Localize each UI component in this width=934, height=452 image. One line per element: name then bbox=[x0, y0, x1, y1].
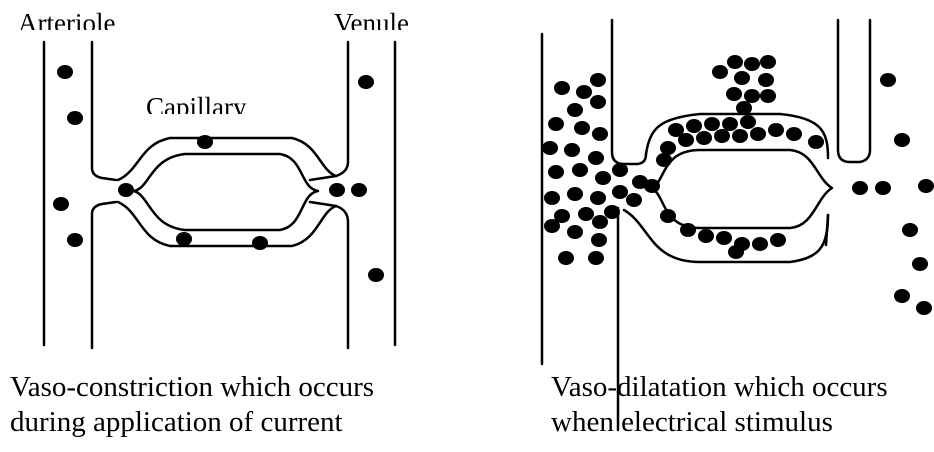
blood-cell bbox=[744, 89, 760, 103]
blood-cell bbox=[712, 65, 728, 79]
venule-label: Venule bbox=[334, 10, 430, 30]
blood-cell bbox=[118, 183, 134, 197]
blood-cell bbox=[758, 73, 774, 87]
blood-cell bbox=[722, 117, 738, 131]
blood-cell bbox=[53, 197, 69, 211]
blood-cell bbox=[544, 219, 560, 233]
right-capillary-inner-loop bbox=[650, 150, 832, 228]
blood-cell bbox=[554, 81, 570, 95]
blood-cell bbox=[752, 237, 768, 251]
blood-cell bbox=[567, 103, 583, 117]
blood-cell bbox=[252, 236, 268, 250]
blood-cell bbox=[786, 127, 802, 141]
blood-cell bbox=[176, 232, 192, 246]
blood-cell bbox=[588, 251, 604, 265]
left-capillary-inner-loop bbox=[134, 154, 318, 230]
blood-cell bbox=[626, 193, 642, 207]
left-caption-line-1: Vaso-constriction which occurs bbox=[10, 370, 374, 405]
blood-cell bbox=[880, 73, 896, 87]
blood-cell bbox=[544, 191, 560, 205]
right-caption: Vaso-dilatation which occurs when electr… bbox=[551, 370, 888, 440]
blood-cell bbox=[704, 117, 720, 131]
blood-cell bbox=[808, 135, 824, 149]
blood-cell bbox=[728, 245, 744, 259]
blood-cell bbox=[548, 165, 564, 179]
blood-cell bbox=[567, 225, 583, 239]
blood-cell bbox=[734, 71, 750, 85]
blood-cell bbox=[351, 183, 367, 197]
blood-cell bbox=[760, 55, 776, 69]
blood-cell bbox=[660, 141, 676, 155]
blood-cell bbox=[574, 121, 590, 135]
right-caption-line-1: Vaso-dilatation which occurs bbox=[551, 370, 888, 405]
blood-cell bbox=[686, 119, 702, 133]
blood-cell bbox=[680, 223, 696, 237]
left-caption: Vaso-constriction which occurs during ap… bbox=[10, 370, 374, 440]
right-caption-line-2: when electrical stimulus bbox=[551, 405, 888, 440]
blood-cell bbox=[612, 185, 628, 199]
blood-cell bbox=[698, 229, 714, 243]
blood-cell bbox=[894, 133, 910, 147]
left-arteriole-inner-wall-bottom bbox=[92, 202, 116, 348]
blood-cell bbox=[912, 257, 928, 271]
left-venule-inner-wall-bottom bbox=[310, 202, 348, 348]
right-venule-inner-wall-top bbox=[838, 20, 870, 162]
blood-cell bbox=[358, 75, 374, 89]
blood-cell bbox=[852, 181, 868, 195]
blood-cell bbox=[768, 123, 784, 137]
blood-cell bbox=[750, 127, 766, 141]
blood-cell bbox=[918, 179, 934, 193]
blood-cell bbox=[727, 55, 743, 69]
blood-cell bbox=[567, 187, 583, 201]
blood-cell bbox=[916, 301, 932, 315]
arteriole-label: Arteriole bbox=[18, 10, 136, 30]
blood-cell bbox=[604, 205, 620, 219]
blood-cell bbox=[590, 95, 606, 109]
blood-cell bbox=[197, 135, 213, 149]
blood-cell bbox=[588, 151, 604, 165]
blood-cell bbox=[656, 153, 672, 167]
blood-cell bbox=[564, 143, 580, 157]
blood-cell bbox=[744, 57, 760, 71]
blood-cell bbox=[875, 181, 891, 195]
blood-cell bbox=[578, 207, 594, 221]
blood-cell bbox=[595, 171, 611, 185]
blood-cell bbox=[67, 233, 83, 247]
blood-cell bbox=[760, 89, 776, 103]
blood-cell bbox=[57, 65, 73, 79]
blood-cell bbox=[572, 163, 588, 177]
blood-cell bbox=[590, 73, 606, 87]
blood-cell bbox=[329, 183, 345, 197]
blood-cell bbox=[644, 179, 660, 193]
blood-cell bbox=[678, 133, 694, 147]
blood-cell bbox=[548, 117, 564, 131]
blood-cell bbox=[591, 233, 607, 247]
blood-cell bbox=[576, 85, 592, 99]
left-arteriole-inner-wall-top bbox=[92, 42, 116, 180]
blood-cell bbox=[736, 101, 752, 115]
blood-cell bbox=[740, 115, 756, 129]
capillary-label: Capillary bbox=[146, 94, 260, 114]
blood-cell bbox=[716, 231, 732, 245]
blood-cell bbox=[732, 129, 748, 143]
blood-cell bbox=[726, 87, 742, 101]
blood-cell bbox=[714, 129, 730, 143]
blood-cell bbox=[592, 127, 608, 141]
blood-cell bbox=[542, 141, 558, 155]
blood-cell bbox=[592, 215, 608, 229]
blood-cell bbox=[660, 209, 676, 223]
blood-cell bbox=[368, 268, 384, 282]
left-caption-line-2: during application of current bbox=[10, 405, 374, 440]
blood-cell bbox=[612, 163, 628, 177]
blood-cell bbox=[558, 251, 574, 265]
left-venule-inner-wall-top bbox=[310, 42, 348, 180]
blood-cell bbox=[894, 289, 910, 303]
right-arteriole-inner-wall-top bbox=[612, 20, 646, 164]
blood-cell bbox=[770, 233, 786, 247]
blood-cell bbox=[67, 111, 83, 125]
blood-cell bbox=[902, 223, 918, 237]
blood-cell bbox=[590, 191, 606, 205]
blood-cell bbox=[696, 131, 712, 145]
